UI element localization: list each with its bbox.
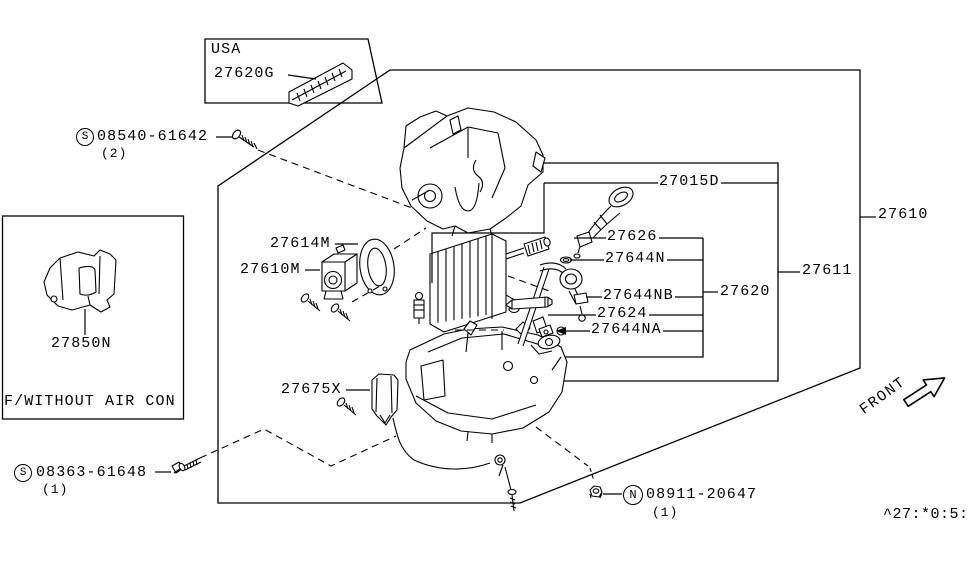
oring-27644N-drawing	[559, 256, 573, 264]
screw-08540-icon	[231, 129, 258, 150]
nut-symbol-circle: N	[623, 485, 643, 505]
bolt-symbol-letter: S	[19, 466, 27, 479]
usa-inset-frame	[204, 38, 383, 104]
resistor-27610M-drawing	[321, 244, 358, 300]
part-label-27644N: 27644N	[604, 250, 667, 267]
amplifier-27675X-drawing	[371, 373, 512, 491]
fastener-label-08363: 08363-61648	[36, 464, 148, 481]
evaporator-drawing	[413, 233, 551, 343]
part-label-27850N: 27850N	[51, 335, 112, 352]
main-assembly-frame	[217, 69, 861, 504]
lower-case-drawing	[405, 320, 568, 443]
part-label-27614M: 27614M	[270, 235, 331, 252]
amplifier-strip-drawing	[288, 62, 353, 107]
part-label-27620: 27620	[720, 283, 771, 300]
heater-case-drawing	[399, 107, 546, 239]
usa-region-label: USA	[211, 41, 242, 58]
drain-hose-drawing	[573, 186, 634, 259]
screw-symbol-circle: S	[76, 128, 94, 146]
fastener-qty-08911: (1)	[652, 505, 679, 520]
nut-08911-icon	[589, 485, 603, 499]
front-arrow-icon	[903, 377, 946, 408]
pipe-27624-drawing	[505, 296, 553, 310]
mounting-screws-icons	[300, 293, 517, 512]
gasket-27614M-drawing	[359, 238, 395, 296]
without-aircon-caption: F/WITHOUT AIR CON	[4, 393, 176, 410]
without-aircon-frame	[1, 215, 185, 420]
part-label-27675X: 27675X	[281, 381, 342, 398]
bolt-08363-icon	[171, 457, 202, 474]
part-label-27644NA: 27644NA	[590, 321, 663, 338]
bracket-27850N-drawing	[43, 249, 117, 313]
part-label-27626: 27626	[606, 228, 659, 245]
part-label-27610: 27610	[878, 206, 929, 223]
fastener-qty-08363: (1)	[42, 482, 69, 497]
screw-symbol-circle-bottom: S	[14, 464, 32, 482]
part-label-27015D: 27015D	[658, 173, 721, 190]
part-label-27610M: 27610M	[240, 261, 301, 278]
fastener-qty-08540: (2)	[101, 146, 128, 161]
group-boxes	[1, 38, 861, 504]
fastener-label-08540: 08540-61642	[97, 128, 209, 145]
assembly-dashed-lines	[199, 149, 595, 482]
part-drawings	[43, 62, 946, 512]
footer-code: ^27:*0:5:	[883, 506, 969, 523]
part-label-27644NB: 27644NB	[602, 287, 675, 304]
nut-symbol-letter: N	[629, 488, 637, 502]
screw-symbol-letter: S	[81, 130, 89, 143]
group-bracket-27620	[558, 238, 704, 358]
part-label-27620G: 27620G	[214, 65, 275, 82]
part-label-27611: 27611	[802, 262, 853, 279]
fastener-label-08911: 08911-20647	[646, 486, 758, 503]
part-label-27624: 27624	[596, 305, 649, 322]
